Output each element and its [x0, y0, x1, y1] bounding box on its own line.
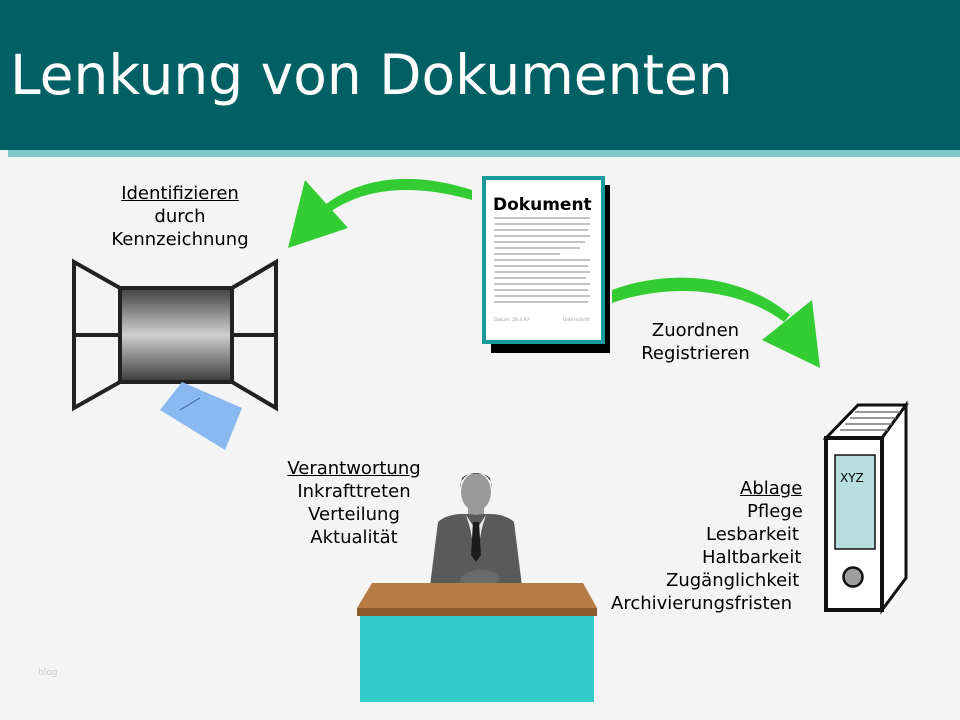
label-assign-line-1: Zuordnen — [651, 320, 740, 341]
paper-note-icon — [160, 382, 242, 450]
arrow-to-identify — [288, 178, 472, 248]
label-identify: Identifizieren durch Kennzeichnung — [100, 182, 260, 251]
watermark-text: blog — [38, 668, 58, 678]
folder-label-text: XYZ — [840, 471, 864, 485]
person-figure — [430, 473, 522, 588]
label-responsibility-line-3: Aktualität — [310, 527, 398, 548]
header-stripe — [8, 150, 960, 157]
label-storage: Ablage Pflege Lesbarkeit Haltbarkeit Zug… — [606, 477, 816, 615]
label-assign-line-2: Registrieren — [641, 343, 750, 364]
arrow-to-storage — [612, 277, 820, 368]
desk — [357, 583, 597, 702]
label-assign: Zuordnen Registrieren — [628, 319, 763, 365]
label-storage-line-5: Archivierungsfristen — [611, 593, 793, 614]
label-storage-line-4: Zugänglichkeit — [666, 570, 800, 591]
document-heading: Dokument — [493, 195, 592, 215]
label-responsibility-line-1: Inkrafttreten — [297, 481, 411, 502]
label-storage-heading: Ablage — [740, 478, 803, 499]
label-responsibility-heading: Verantwortung — [287, 458, 421, 479]
document-footer-date: Datum: 28.4.97 — [494, 317, 529, 323]
label-identify-heading: Identifizieren — [121, 183, 239, 204]
document-text-lines — [494, 217, 590, 303]
header-bar — [0, 0, 960, 150]
binder-folder-icon: XYZ — [822, 400, 909, 615]
document-footer-sign: Unterschrift — [563, 317, 590, 323]
label-storage-line-3: Haltbarkeit — [702, 547, 802, 568]
page-title: Lenkung von Dokumenten — [10, 43, 733, 107]
label-identify-line-2: Kennzeichnung — [111, 229, 249, 250]
document-sheet: Dokument Datum: 28.4.97 Unterschrift — [482, 176, 610, 353]
label-responsibility-line-2: Verteilung — [308, 504, 400, 525]
window-icon — [72, 258, 278, 412]
label-storage-line-2: Lesbarkeit — [706, 524, 799, 545]
label-responsibility: Verantwortung Inkrafttreten Verteilung A… — [276, 457, 432, 549]
label-storage-line-1: Pflege — [747, 501, 803, 522]
label-identify-line-1: durch — [154, 206, 206, 227]
